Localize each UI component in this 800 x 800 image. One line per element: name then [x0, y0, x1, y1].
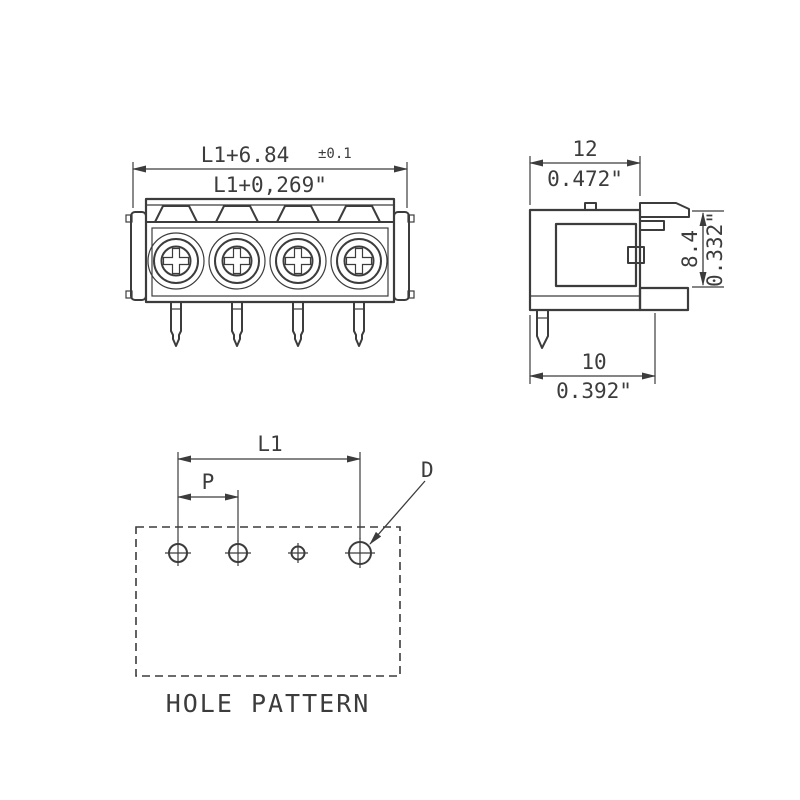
screw-cross-recess [162, 247, 190, 275]
diameter-callout: D [369, 458, 434, 545]
side-width-inch-label: 0.472" [547, 167, 623, 191]
screw-inner-ring [160, 245, 192, 277]
solder-pins-front [170, 302, 365, 347]
hole-2 [225, 540, 251, 566]
latch-wedge [154, 205, 198, 223]
front-width-tolerance-label: ±0.1 [318, 146, 352, 162]
solder-pin [170, 302, 182, 347]
side-width-mm-label: 12 [572, 137, 597, 161]
solder-pin [353, 302, 365, 347]
screw-inner-ring [343, 245, 375, 277]
hole-pattern-view: L1 P D [135, 432, 434, 718]
screw-inner-ring [221, 245, 253, 277]
solder-pin [231, 302, 243, 347]
screw-outer-ring [214, 238, 260, 284]
solder-pin-side [536, 310, 549, 349]
screw-outer-ring [336, 238, 382, 284]
latch-wedge [215, 205, 259, 223]
l1-span-label: L1 [257, 432, 282, 456]
screw-recesses [147, 232, 388, 290]
screw-terminal-3 [275, 238, 321, 284]
screw-outer-ring [275, 238, 321, 284]
side-connector-body [528, 202, 690, 349]
solder-pin [292, 302, 304, 347]
hole-4 [345, 538, 375, 568]
front-width-dimension: L1+6.84 ±0.1 L1+0,269" [132, 143, 408, 208]
side-height-dimension: 8.4 0.332" [678, 210, 727, 288]
side-view: 12 0.472" 8.4 0.332" 10 0 [528, 137, 727, 403]
pitch-label: P [202, 470, 215, 494]
screw-recess [208, 232, 266, 290]
latch-wedge [276, 205, 320, 223]
side-width-dimension: 12 0.472" [529, 137, 641, 205]
side-height-mm-label: 8.4 [678, 230, 702, 268]
side-depth-inch-label: 0.392" [556, 379, 632, 403]
front-width-inch-label: L1+0,269" [213, 173, 327, 197]
diameter-label: D [421, 458, 434, 482]
front-connector-body [125, 197, 415, 347]
screw-cross-recess [223, 247, 251, 275]
housing-outline [144, 197, 396, 304]
screw-recess [330, 232, 388, 290]
screw-outer-ring [153, 238, 199, 284]
latch-arm [639, 202, 690, 218]
screw-cross-recess [345, 247, 373, 275]
contact-box [627, 246, 645, 264]
latch-arm-tab [639, 220, 665, 231]
pcb-outline [135, 526, 401, 677]
screw-cross-recess [284, 247, 312, 275]
hole-pattern-caption: HOLE PATTERN [166, 689, 371, 718]
screw-recess [269, 232, 327, 290]
front-width-mm-label: L1+6.84 [201, 143, 290, 167]
screw-terminal-4 [336, 238, 382, 284]
pitch-dimension: P [177, 470, 239, 542]
mounting-foot [638, 286, 690, 312]
side-depth-mm-label: 10 [581, 350, 606, 374]
screw-recess [147, 232, 205, 290]
screw-terminal-2 [214, 238, 260, 284]
side-height-inch-label: 0.332" [703, 211, 727, 287]
latch-wedge [337, 205, 381, 223]
hole-3 [288, 543, 308, 563]
side-depth-dimension: 10 0.392" [529, 313, 656, 403]
screw-terminal-1 [153, 238, 199, 284]
inner-face-outline [151, 227, 389, 297]
front-view: L1+6.84 ±0.1 L1+0,269" [125, 143, 415, 347]
leader-line [369, 480, 426, 545]
top-latch-bump [584, 202, 597, 211]
screw-inner-ring [282, 245, 314, 277]
hole-1 [165, 540, 191, 566]
side-opening [554, 222, 638, 288]
